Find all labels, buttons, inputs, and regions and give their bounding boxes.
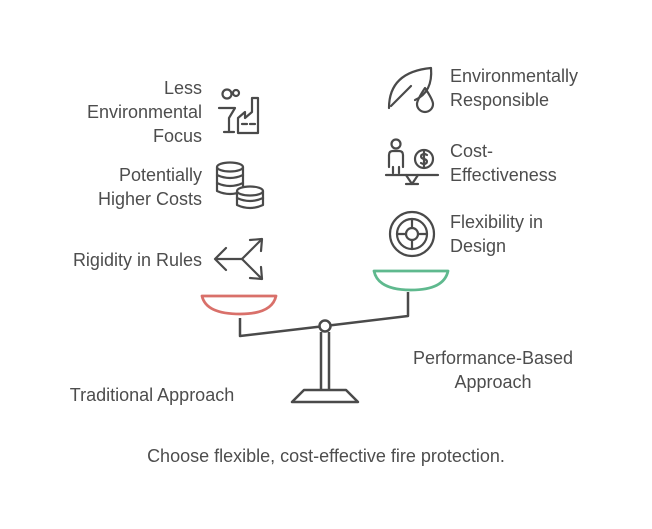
factor-potentially-higher-costs: Potentially Higher Costs bbox=[97, 165, 202, 209]
split-arrows-icon bbox=[212, 234, 268, 289]
factor-less-environmental-focus: Less Environmental Focus bbox=[86, 78, 202, 146]
option-performance-based-approach: Performance-Based Approach bbox=[412, 348, 574, 392]
left-pan bbox=[200, 294, 278, 316]
factory-icon bbox=[216, 86, 266, 143]
factor-cost-effectiveness: Cost- Effectiveness bbox=[450, 141, 557, 185]
factor-flexibility-in-design: Flexibility in Design bbox=[450, 212, 544, 256]
factor-rigidity-in-rules: Rigidity in Rules bbox=[72, 250, 202, 270]
scale-pivot bbox=[318, 319, 332, 333]
option-traditional-approach: Traditional Approach bbox=[69, 385, 235, 405]
person-dollar-icon bbox=[384, 137, 440, 194]
coins-icon bbox=[212, 160, 266, 217]
scale-base bbox=[290, 388, 360, 404]
right-pan bbox=[372, 269, 450, 292]
leaf-drop-icon bbox=[385, 62, 441, 119]
conclusion-text: Choose flexible, cost-effective fire pro… bbox=[147, 446, 505, 466]
wheel-icon bbox=[386, 208, 438, 265]
factor-environmentally-responsible: Environmentally Responsible bbox=[450, 66, 579, 110]
